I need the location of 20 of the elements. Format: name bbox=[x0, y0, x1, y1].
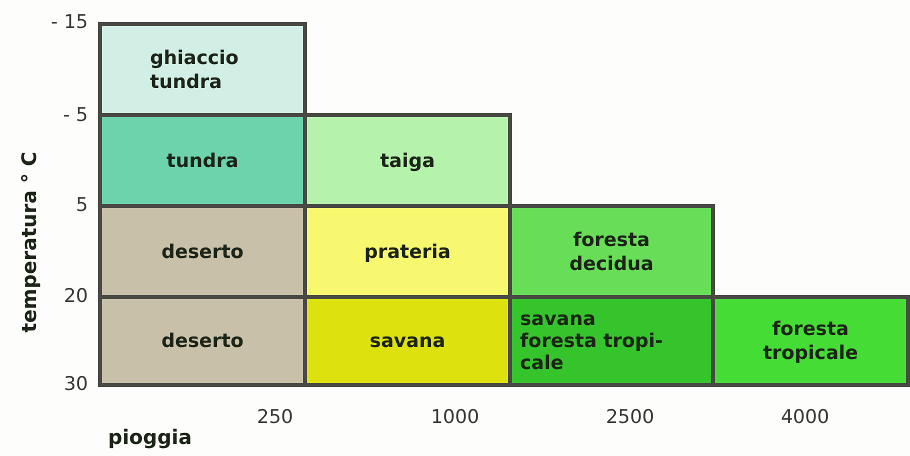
biome-name: tundra bbox=[166, 148, 238, 172]
tick-label: 30 bbox=[62, 372, 88, 396]
biome-name: savana bbox=[370, 329, 446, 353]
tick-label: - 5 bbox=[62, 103, 88, 127]
biome-name: savana bbox=[520, 308, 597, 330]
biome-name: foresta tropi- cale bbox=[520, 330, 664, 374]
biome-name: prateria bbox=[364, 240, 451, 264]
axis-title: pioggia bbox=[108, 425, 193, 449]
tick-label: - 15 bbox=[50, 10, 88, 34]
biome-name: ghiaccio tundra bbox=[150, 46, 240, 94]
biome-name: foresta tropicale bbox=[762, 317, 860, 365]
axis-title: temperatura ° C bbox=[17, 150, 41, 334]
tick-label: 250 bbox=[256, 405, 294, 429]
biome-name: deserto bbox=[161, 240, 244, 264]
biome-name: taiga bbox=[380, 148, 435, 172]
biome-name: deserto bbox=[161, 329, 244, 353]
tick-label: 2500 bbox=[604, 405, 656, 429]
tick-label: 1000 bbox=[430, 405, 480, 429]
biome-name: foresta decidua bbox=[568, 228, 655, 276]
tick-label: 4000 bbox=[780, 405, 830, 429]
